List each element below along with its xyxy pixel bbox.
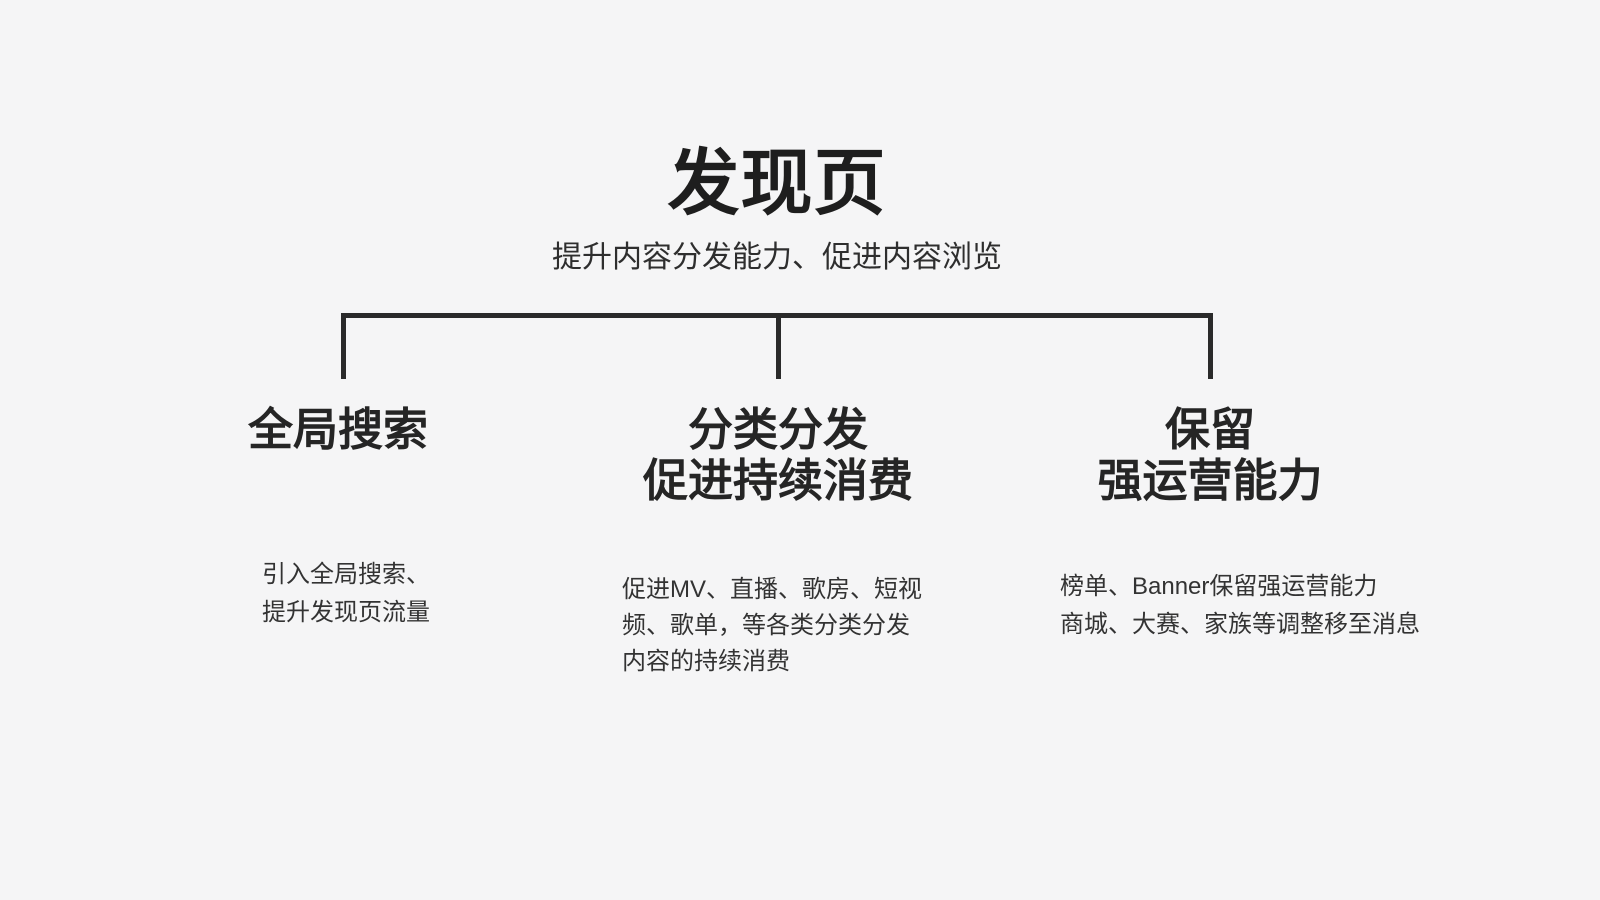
body-line: 促进MV、直播、歌房、短视	[622, 576, 922, 603]
tree-vertical-line-right	[1208, 313, 1213, 379]
body-line: 商城、大赛、家族等调整移至消息	[1060, 611, 1420, 638]
page-subtitle: 提升内容分发能力、促进内容浏览	[552, 241, 1002, 274]
heading-line: 保留	[1164, 404, 1255, 455]
heading-line: 强运营能力	[1097, 455, 1323, 506]
heading-line: 促进持续消费	[642, 455, 913, 506]
body-line: 提升发现页流量	[262, 599, 430, 626]
branch-body-category-distribution: 促进MV、直播、歌房、短视 频、歌单，等各类分类分发 内容的持续消费	[622, 572, 922, 680]
body-line: 引入全局搜索、	[262, 561, 430, 588]
heading-line: 分类分发	[687, 404, 868, 455]
tree-vertical-line-middle	[776, 313, 781, 379]
branch-heading-category-distribution: 分类分发 促进持续消费	[603, 404, 953, 506]
heading-line: 全局搜索	[247, 404, 428, 455]
branch-heading-operations: 保留 强运营能力	[1035, 404, 1385, 506]
branch-heading-global-search: 全局搜索	[188, 404, 488, 455]
tree-vertical-line-left	[341, 313, 346, 379]
page-title: 发现页	[667, 144, 887, 224]
body-line: 内容的持续消费	[622, 648, 790, 675]
branch-body-global-search: 引入全局搜索、 提升发现页流量	[262, 556, 430, 632]
body-line: 榜单、Banner保留强运营能力	[1060, 573, 1378, 600]
branch-body-operations: 榜单、Banner保留强运营能力 商城、大赛、家族等调整移至消息	[1060, 568, 1420, 644]
body-line: 频、歌单，等各类分类分发	[622, 612, 910, 639]
